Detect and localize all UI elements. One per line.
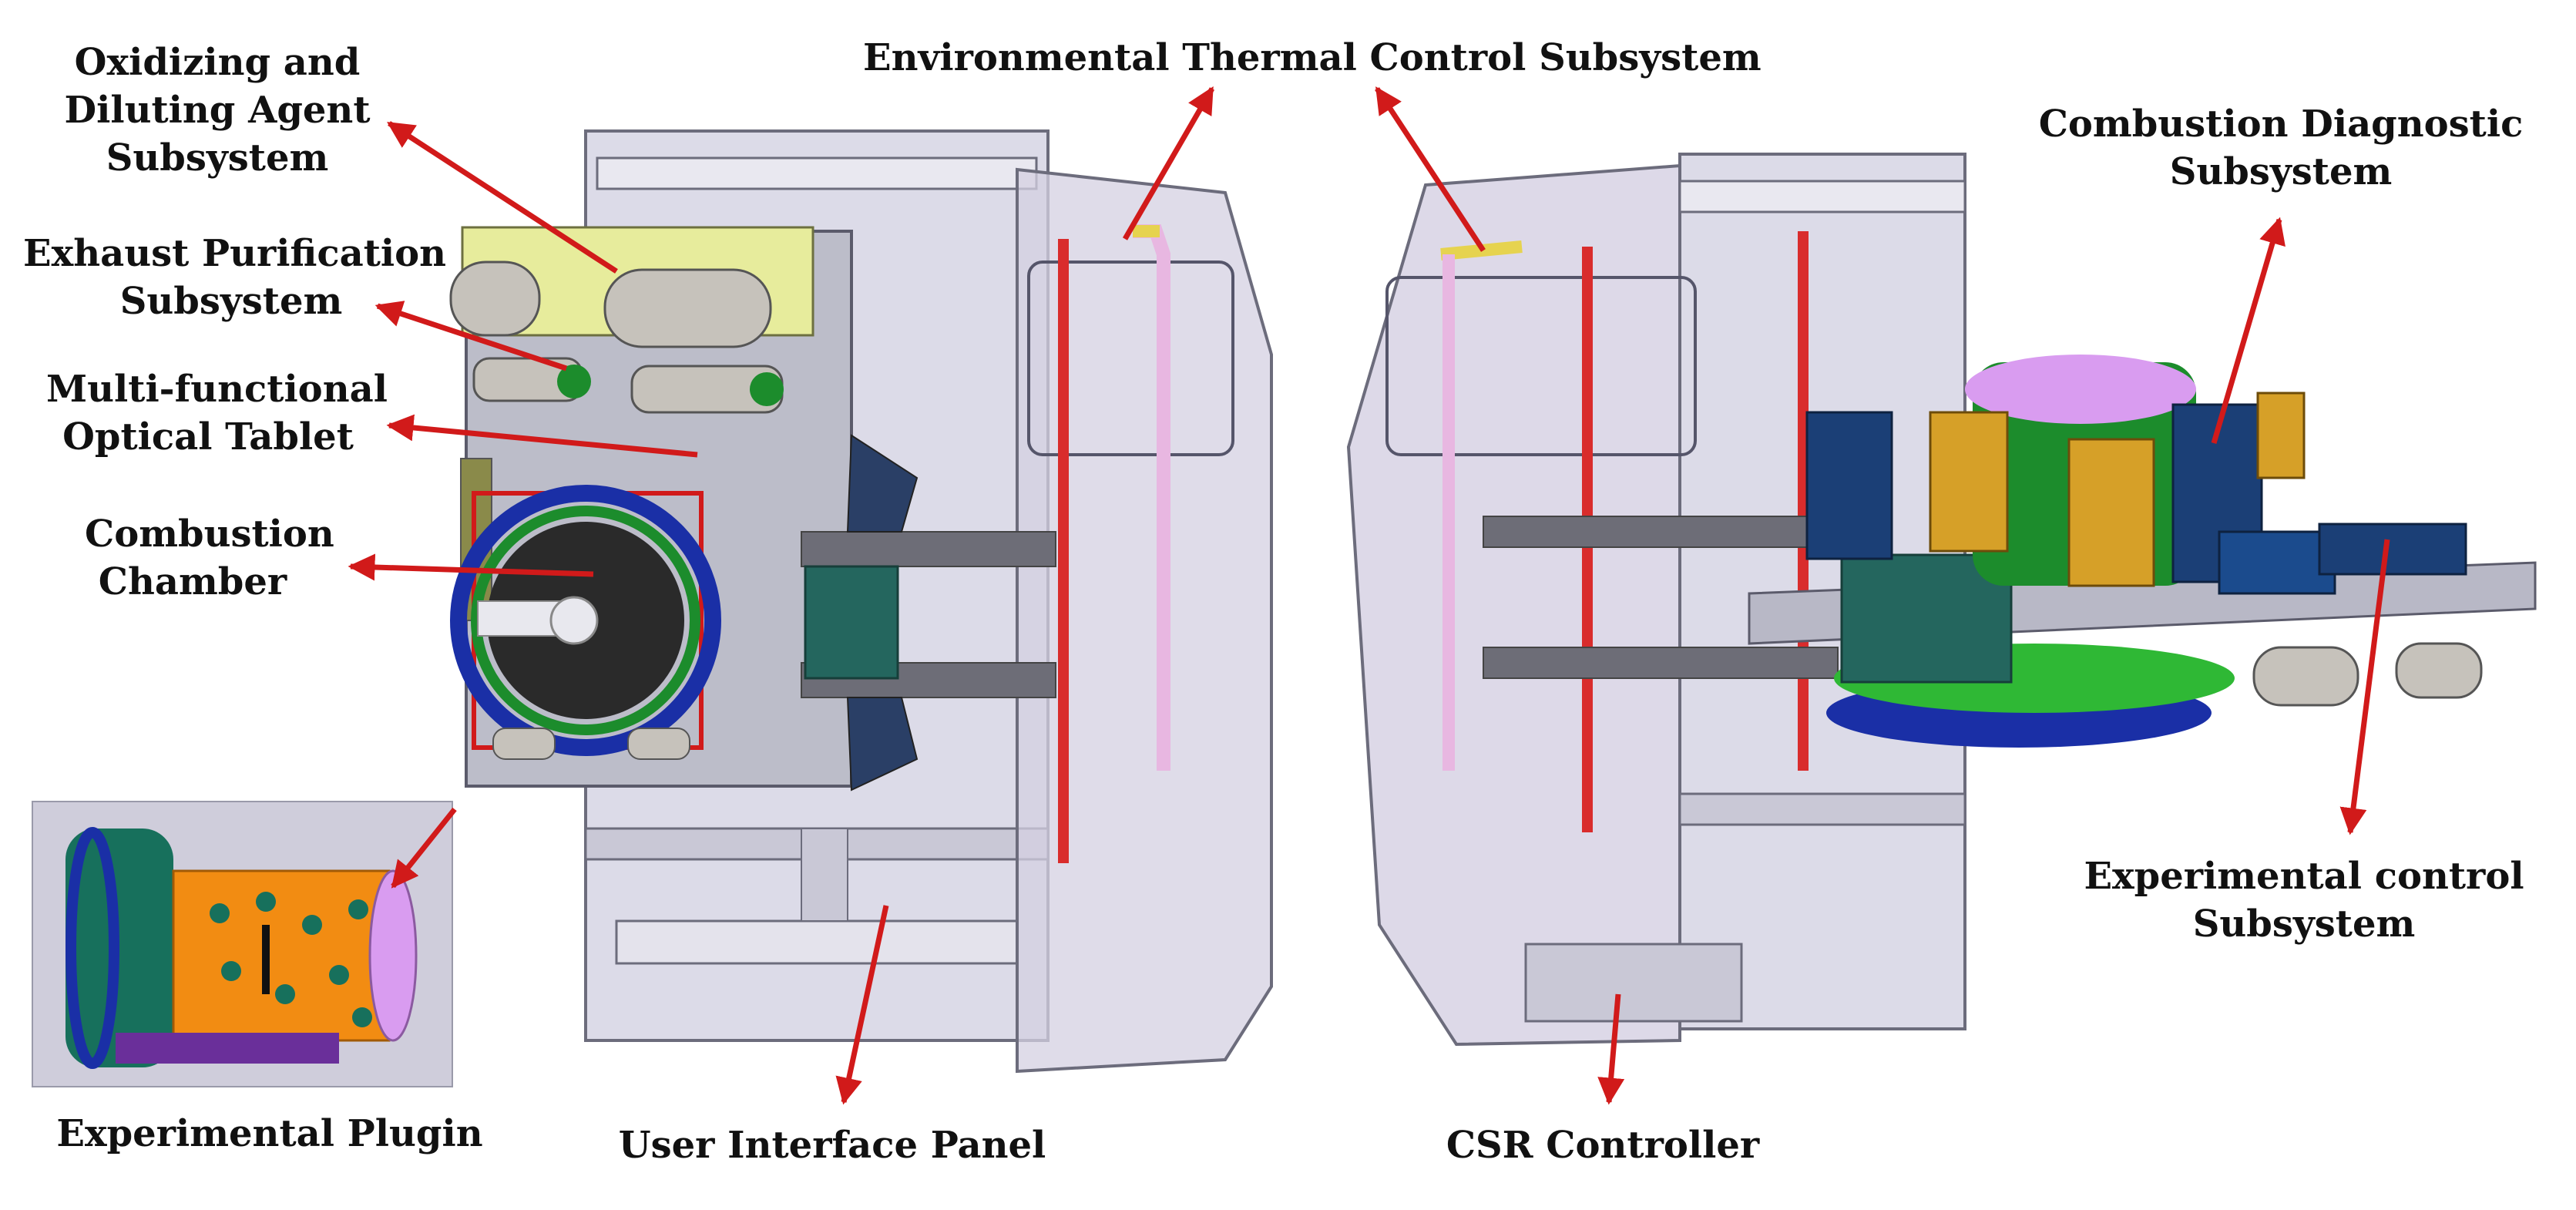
arrow-plugin [391, 807, 457, 889]
right-cover-window [1385, 276, 1697, 456]
arrow-csr [1597, 993, 1625, 1105]
diagnostic-platform [1748, 355, 2537, 748]
label-line: Subsystem [119, 280, 343, 323]
label-line: Exhaust Purification [23, 232, 447, 275]
label-line: Chamber [98, 560, 287, 603]
rail-lower [801, 662, 1056, 698]
label-line: Combustion [85, 513, 334, 556]
arrow-control [2339, 539, 2390, 835]
cover-window [1027, 260, 1234, 456]
cage-hole [275, 984, 295, 1004]
label-line: Subsystem [106, 136, 329, 180]
arrow-env-left [1122, 86, 1215, 240]
arrow-oxidizing [387, 121, 618, 274]
label-line: Environmental Thermal Control Subsystem [863, 36, 1762, 79]
label-csr-controller: CSR Controller [1441, 1121, 1765, 1169]
plugin-igniter [262, 925, 270, 994]
diagnostic-chamber-dome [1965, 355, 2196, 424]
diag-camera-1 [1805, 411, 1893, 560]
label-environmental-thermal: Environmental Thermal Control Subsystem [863, 34, 1762, 82]
arrow-user-panel [835, 905, 889, 1105]
window-prism-lower [846, 697, 919, 792]
control-box-1 [2218, 530, 2336, 595]
exhaust-fitting-1 [557, 365, 591, 398]
arrow-chamber [348, 553, 594, 581]
arrow-exhaust [374, 301, 568, 371]
right-rack [1346, 153, 1966, 1047]
label-oxidizing-subsystem: Oxidizing and Diluting Agent Subsystem [63, 39, 371, 182]
label-experimental-control: Experimental control Subsystem [2081, 852, 2527, 948]
label-line: Oxidizing and [74, 41, 361, 84]
valve-block-1 [492, 728, 556, 760]
label-line: User Interface Panel [618, 1124, 1046, 1167]
label-combustion-diagnostic: Combustion Diagnostic Subsystem [2034, 100, 2527, 196]
right-rack-shelf [1678, 792, 1966, 826]
label-line: Subsystem [2192, 902, 2416, 946]
arrow-optical [386, 414, 698, 458]
cage-hole [221, 961, 241, 981]
valve-block-2 [627, 728, 690, 760]
label-experimental-plugin: Experimental Plugin [46, 1110, 493, 1158]
control-box-2 [2318, 523, 2467, 576]
callout-arrows [348, 86, 2390, 1105]
arrow-diagnostic [2211, 217, 2285, 444]
diag-camera-5 [2256, 392, 2306, 479]
gas-tank-small [449, 260, 541, 337]
chamber-hub [549, 596, 599, 645]
chamber-outer-ring [450, 485, 721, 756]
window-prism-upper [846, 434, 919, 533]
right-rack-top-rail [1678, 180, 1966, 213]
chamber-inner-ring [471, 506, 700, 735]
csr-controller-box [1524, 943, 1743, 1023]
gas-tank-large [603, 268, 772, 348]
diag-camera-3 [2067, 438, 2155, 587]
right-rack-cover [1346, 163, 1681, 1047]
diag-camera-2 [1929, 411, 2009, 553]
rail-upper [801, 531, 1056, 567]
control-tank-2 [2395, 642, 2483, 699]
left-rack-top-rail [596, 156, 1038, 190]
left-rack [449, 129, 1273, 1074]
plugin-end-cap [368, 869, 418, 1042]
right-rail-upper [1483, 516, 1839, 548]
label-line: CSR Controller [1446, 1124, 1760, 1167]
label-line: Subsystem [2169, 150, 2393, 193]
label-optical-tablet: Multi-functional Optical Tablet [46, 365, 388, 461]
arrow-env-right [1375, 86, 1486, 252]
label-exhaust-subsystem: Exhaust Purification Subsystem [23, 230, 447, 325]
optics-mount [804, 565, 899, 680]
cage-hole [348, 899, 368, 919]
left-rack-strut [801, 828, 848, 922]
label-line: Experimental control [2084, 855, 2524, 898]
cage-hole [329, 965, 349, 985]
plugin-seal-ring [65, 827, 119, 1069]
exhaust-fitting-2 [750, 372, 784, 406]
cage-hole [210, 903, 230, 923]
label-line: Diluting Agent [64, 89, 371, 132]
label-line: Optical Tablet [62, 415, 354, 459]
left-rack-cover [1016, 167, 1273, 1074]
cage-hole [256, 892, 276, 912]
label-user-interface-panel: User Interface Panel [616, 1121, 1048, 1169]
cage-hole [352, 1007, 372, 1027]
plugin-base [116, 1033, 339, 1064]
label-line: Combustion Diagnostic [2038, 103, 2524, 146]
experimental-plugin-inset [32, 801, 453, 1087]
cage-hole [302, 915, 322, 935]
label-line: Experimental Plugin [56, 1112, 483, 1155]
label-line: Multi-functional [46, 368, 388, 411]
control-tank-1 [2252, 646, 2359, 707]
label-combustion-chamber: Combustion Chamber [85, 510, 334, 606]
right-rail-lower [1483, 647, 1839, 679]
plugin-cage [172, 869, 391, 1042]
user-interface-panel [615, 919, 1019, 965]
